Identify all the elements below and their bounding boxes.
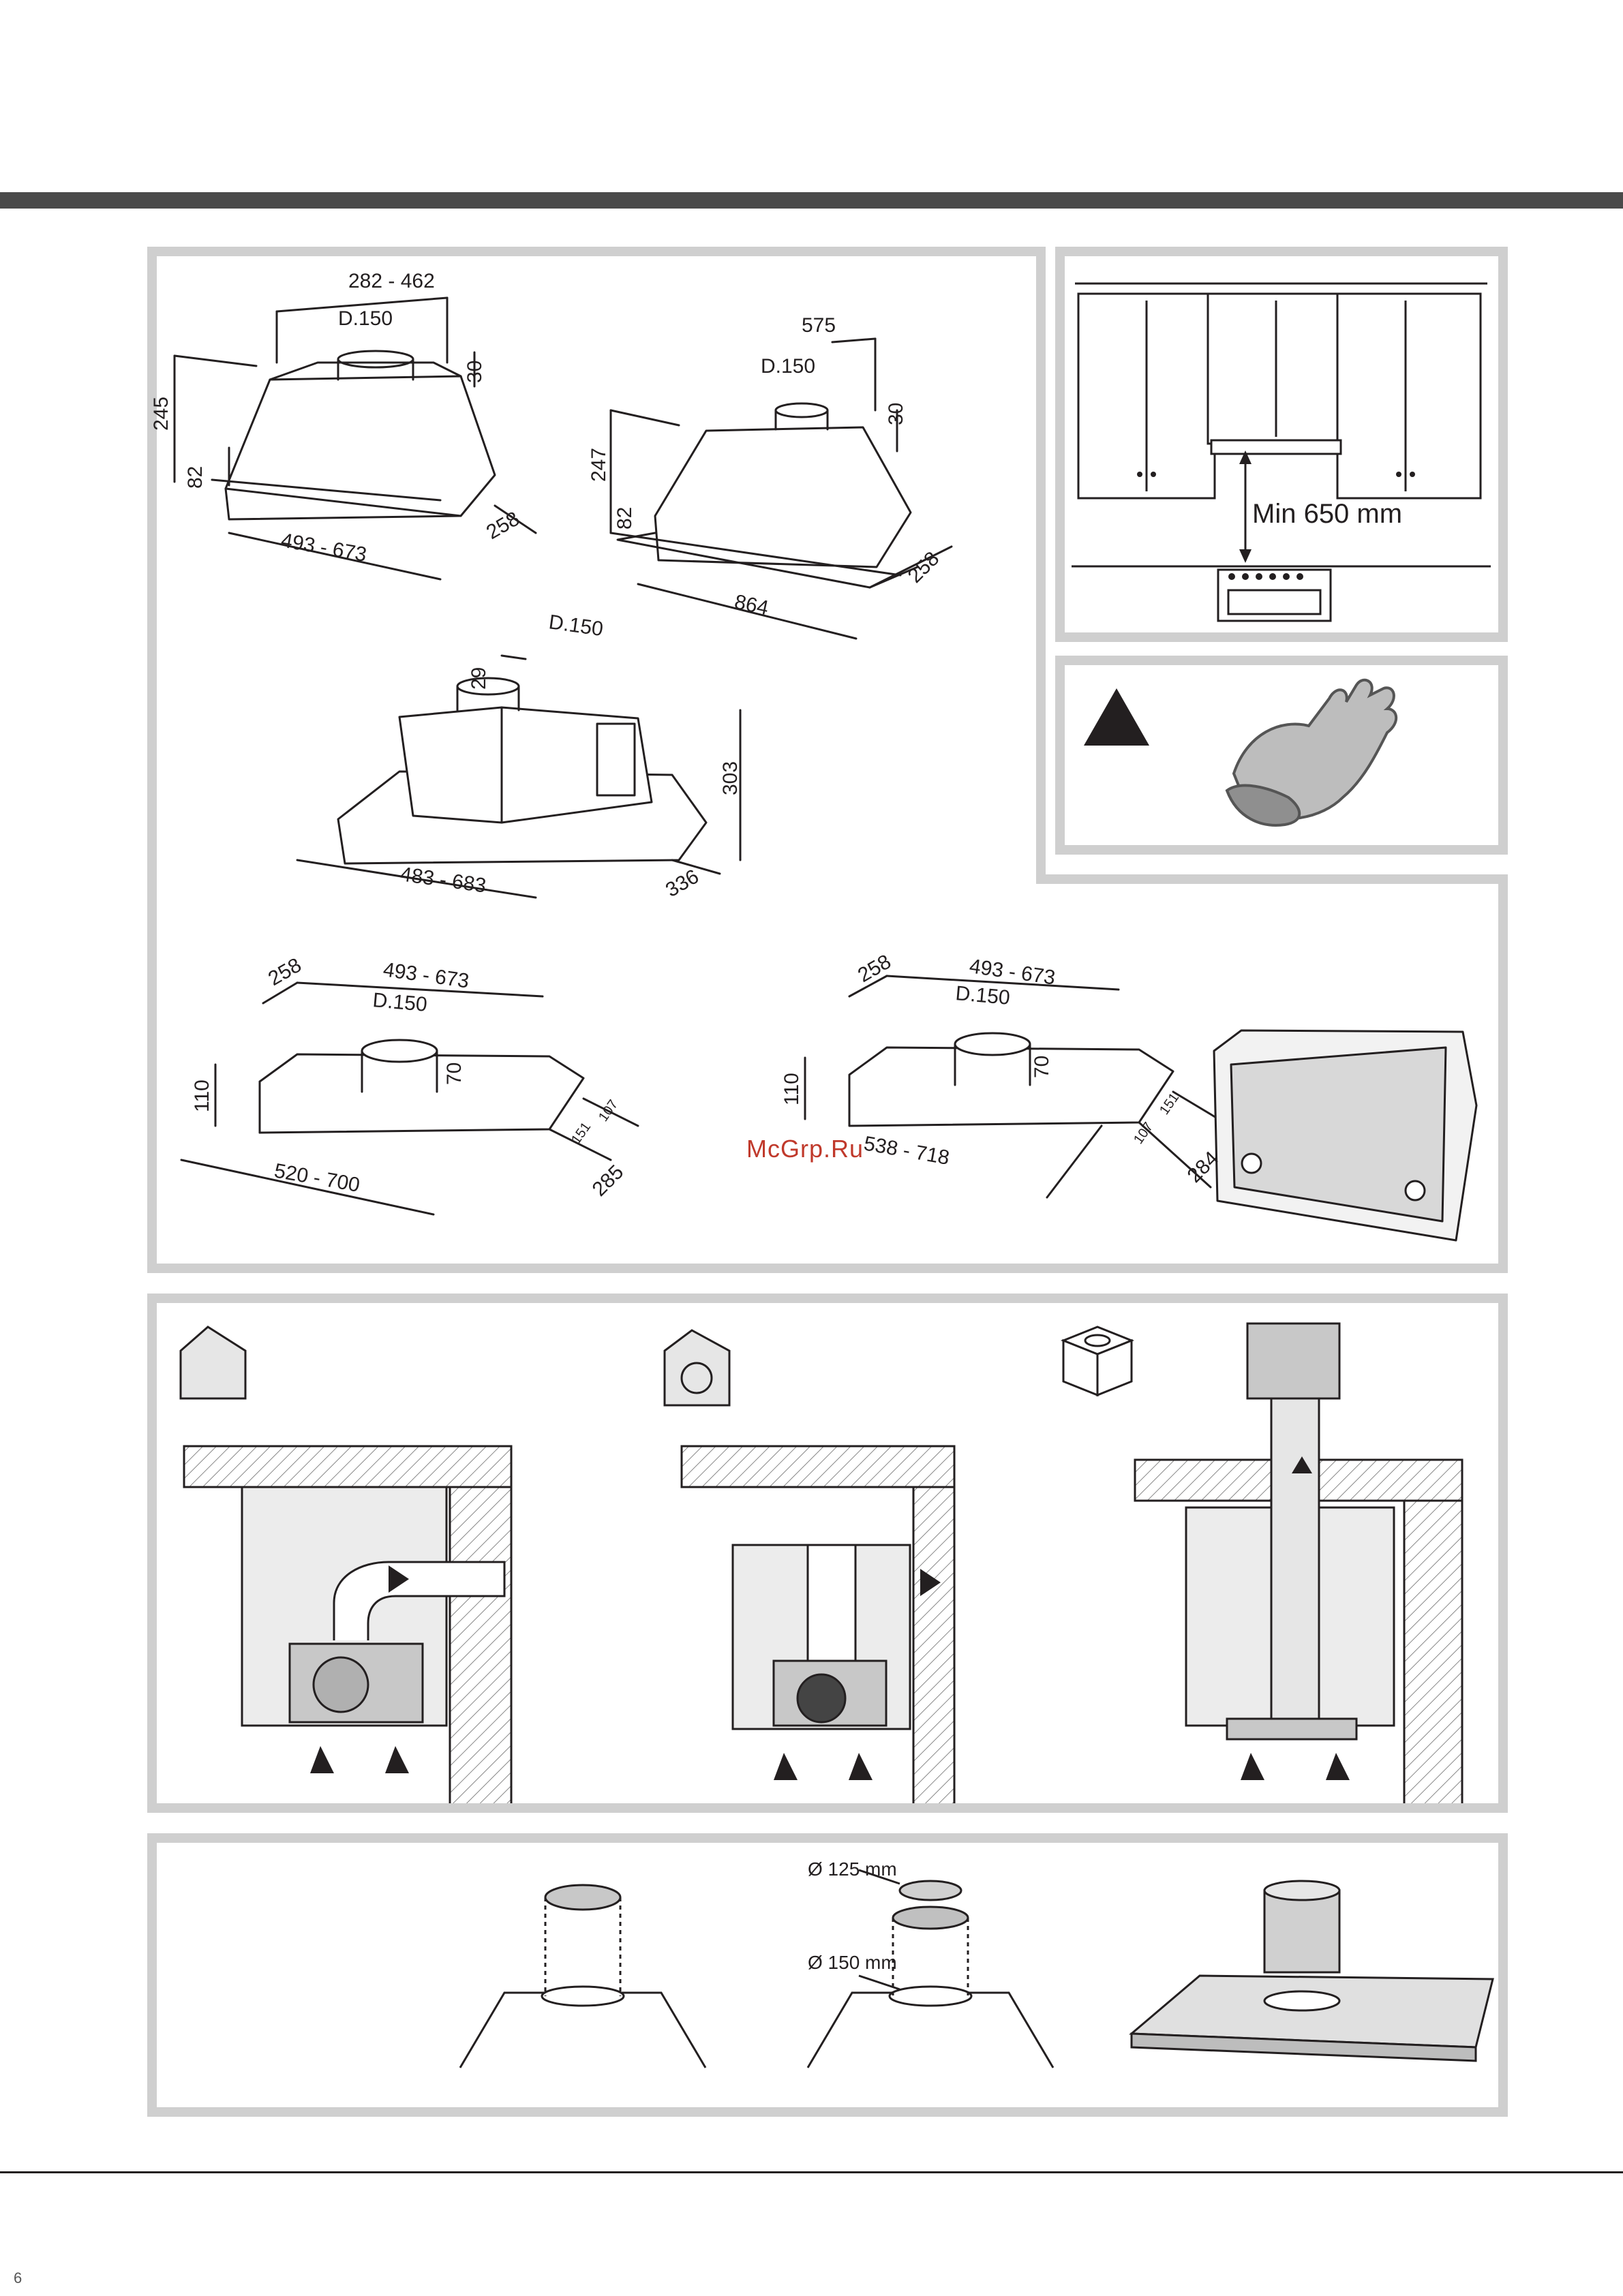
gloves-icon — [1220, 671, 1418, 835]
footer-rule — [0, 2171, 1623, 2173]
modes-drawing — [157, 1303, 1498, 1803]
hood-d-duct: D.150 — [371, 989, 428, 1016]
hood-b-collar: 30 — [885, 403, 907, 425]
hood-e-height: 110 — [780, 1073, 803, 1105]
accessories-drawing: Ø 125 mm Ø 150 mm — [157, 1843, 1498, 2107]
hood-e-collar: 70 — [1031, 1056, 1053, 1078]
recirculation-mode-icon — [665, 1330, 729, 1405]
hood-b-height: 247 — [588, 448, 610, 482]
clearance-drawing: Min 650 mm — [1065, 256, 1498, 632]
hood-a-body: 82 — [184, 466, 207, 489]
hood-d-collar: 70 — [443, 1062, 466, 1085]
hood-b-body: 82 — [613, 507, 636, 530]
hood-d-height: 110 — [191, 1080, 213, 1112]
header-rule — [0, 192, 1623, 209]
hood-c-collar: 29 — [468, 667, 490, 690]
hood-a-width: 282 - 462 — [348, 270, 435, 292]
ducted-mode-icon — [181, 1327, 245, 1398]
hood-b-width: 575 — [802, 314, 836, 337]
watermark: McGrp.Ru — [746, 1135, 864, 1163]
small-duct-label: Ø 125 mm — [808, 1858, 897, 1880]
filter-box-icon — [1063, 1327, 1132, 1395]
hood-a-collar: 30 — [464, 361, 486, 383]
clearance-label: Min 650 mm — [1252, 499, 1402, 529]
hood-a-duct: D.150 — [338, 307, 393, 330]
warning-icon — [1082, 687, 1151, 748]
page-number: 6 — [14, 2269, 22, 2287]
hood-c-height: 303 — [719, 761, 742, 795]
large-duct-label: Ø 150 mm — [808, 1952, 897, 1973]
hood-b-duct: D.150 — [761, 355, 815, 378]
hood-a-height: 245 — [150, 397, 172, 431]
hood-e-duct: D.150 — [954, 982, 1011, 1009]
